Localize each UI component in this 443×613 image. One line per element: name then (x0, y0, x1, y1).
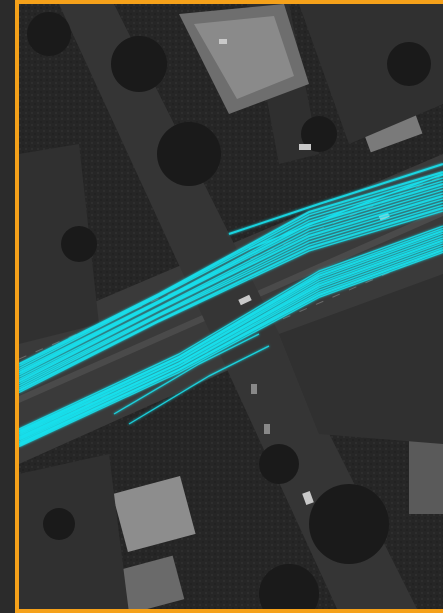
trajectory-line (19, 186, 443, 376)
parking-lots (19, 4, 443, 609)
trajectory-line (128, 345, 270, 425)
trajectory-line (19, 180, 443, 372)
trajectory-line (228, 163, 443, 235)
map-frame (15, 0, 443, 613)
trajectory-line (19, 183, 443, 374)
trajectory-line (19, 229, 443, 434)
trajectory-line (19, 189, 443, 378)
trajectory-line (19, 204, 443, 389)
trajectory-line (19, 225, 443, 430)
trajectory-line (19, 174, 443, 367)
trajectory-line (19, 210, 443, 394)
trees (27, 12, 431, 609)
building-top-center-roof (194, 16, 294, 99)
aerial-map[interactable] (19, 4, 443, 613)
trajectory-line (19, 251, 443, 448)
trajectory-line (19, 177, 443, 369)
trajectory-line (19, 242, 443, 441)
trajectory-line (19, 171, 443, 365)
trajectory-line (19, 198, 443, 385)
trajectory-overlay (19, 163, 443, 448)
trajectory-line (248, 173, 443, 250)
buildings (105, 4, 443, 609)
trajectory-line (19, 232, 443, 435)
trajectory-line (113, 333, 260, 415)
trajectory-line (19, 234, 443, 436)
trajectory-line (19, 239, 443, 440)
trajectory-line (19, 249, 443, 446)
trajectory-line (19, 195, 443, 383)
trajectory-line (19, 207, 443, 392)
building-bottom-left (112, 475, 196, 553)
trajectory-line (19, 201, 443, 387)
trajectory-line (19, 192, 443, 380)
trajectory-line (19, 244, 443, 443)
cross-road (59, 4, 417, 609)
